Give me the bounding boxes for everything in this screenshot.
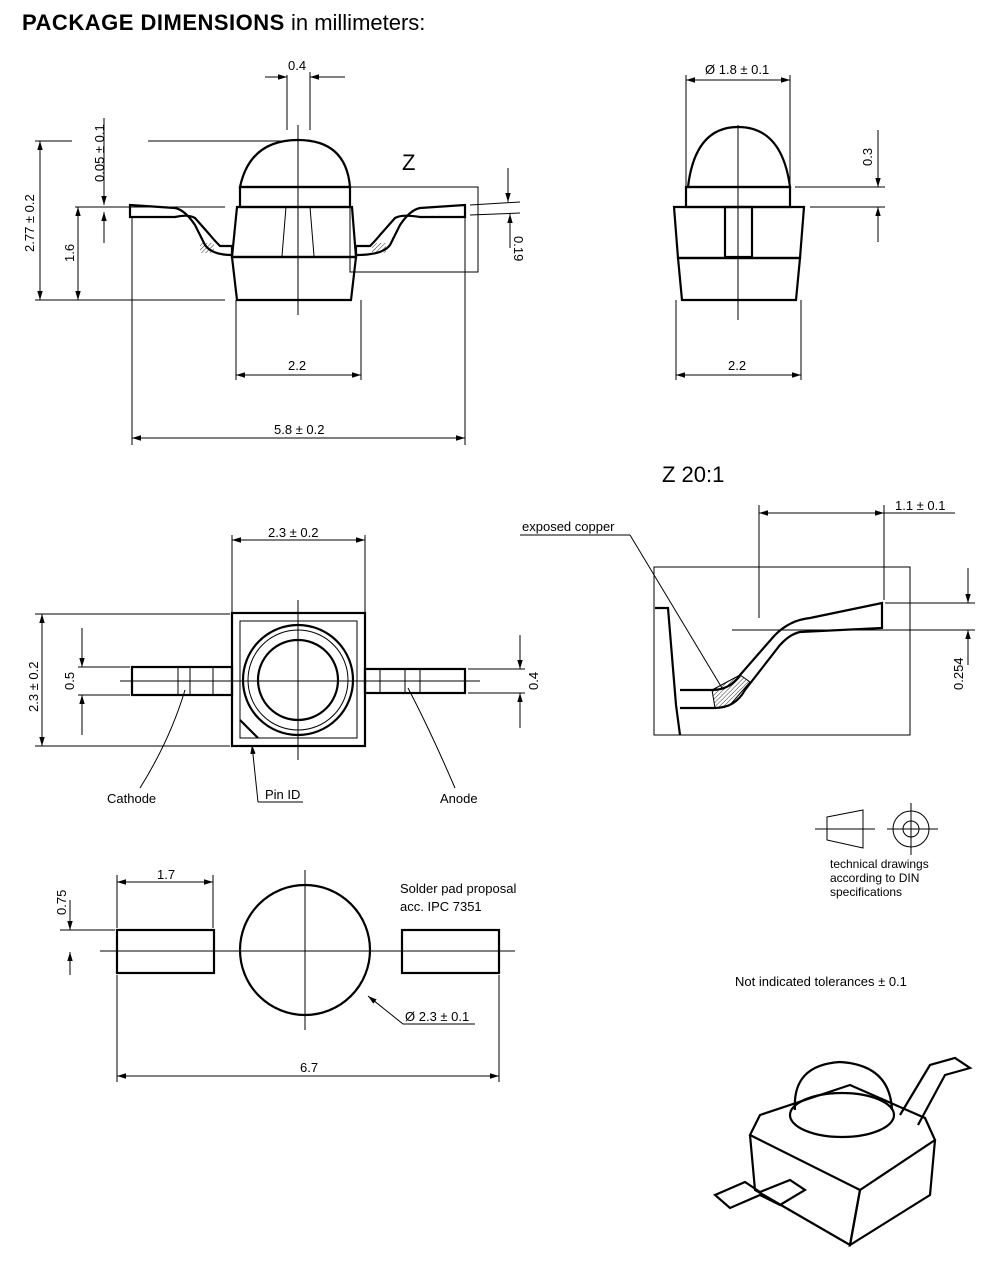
dim-lead-width-left: 0.5 [62, 672, 77, 690]
lead-right [354, 203, 467, 257]
side-view: Z 0.4 2.77 ± 0.2 1.6 0.05 ± 0.1 2.2 5.8 … [22, 58, 526, 445]
din-note-line2: according to DIN [830, 871, 919, 885]
page-title: PACKAGE DIMENSIONS in millimeters: [22, 10, 425, 36]
label-exposed-copper: exposed copper [522, 519, 615, 534]
dim-lead-width-right: 0.4 [526, 672, 541, 690]
dim-overall-length: 5.8 ± 0.2 [274, 422, 325, 437]
detail-z-frame [349, 186, 479, 273]
detail-z-label: Z [402, 150, 415, 175]
front-view: Ø 1.8 ± 0.1 0.3 2.2 [672, 62, 885, 380]
din-projection-symbol: technical drawings according to DIN spec… [815, 803, 938, 899]
dim-lead-length: 1.1 ± 0.1 [895, 498, 946, 513]
isometric-view [712, 1056, 973, 1248]
solder-pad-title-line1: Solder pad proposal [400, 881, 516, 896]
dim-center-diameter: Ø 2.3 ± 0.1 [405, 1009, 469, 1024]
lead-left [128, 203, 234, 257]
lens-dome [238, 138, 352, 189]
label-cathode: Cathode [107, 791, 156, 806]
dim-pad-length: 1.7 [157, 867, 175, 882]
dim-total-height: 2.77 ± 0.2 [22, 194, 37, 252]
title-bold: PACKAGE DIMENSIONS [22, 10, 285, 35]
detail-z-view: Z 20:1 0.254 1.1 ± 0.1 exposed copper [520, 462, 975, 736]
dim-lead-thickness: 0.19 [511, 236, 526, 261]
label-pin-id: Pin ID [265, 787, 300, 802]
din-note-line3: specifications [830, 885, 902, 899]
solder-pad-view: 1.7 0.75 Solder pad proposal acc. IPC 73… [54, 867, 516, 1082]
din-note-line1: technical drawings [830, 857, 929, 871]
dim-body-width: 2.2 [288, 358, 306, 373]
dim-top-width: 2.3 ± 0.2 [268, 525, 319, 540]
dim-top-height: 2.3 ± 0.2 [26, 661, 41, 712]
dim-body-width-front: 2.2 [728, 358, 746, 373]
dim-pad-height: 0.75 [54, 890, 69, 915]
dim-lead-height: 1.6 [62, 244, 77, 262]
title-rest: in millimeters: [284, 10, 426, 35]
label-anode: Anode [440, 791, 478, 806]
solder-pad-title-line2: acc. IPC 7351 [400, 899, 482, 914]
tolerance-note: Not indicated tolerances ± 0.1 [735, 974, 907, 989]
dim-lead-offset: 0.254 [951, 657, 966, 690]
dim-lens-width: 0.4 [288, 58, 306, 73]
dim-lens-offset: 0.3 [860, 148, 875, 166]
dim-standoff: 0.05 ± 0.1 [92, 124, 107, 182]
top-view: 2.3 ± 0.2 2.3 ± 0.2 0.5 0.4 Cathode Pin … [26, 525, 541, 806]
dim-total-length: 6.7 [300, 1060, 318, 1075]
dim-lens-diameter: Ø 1.8 ± 0.1 [705, 62, 769, 77]
detail-z-title: Z 20:1 [662, 462, 724, 487]
